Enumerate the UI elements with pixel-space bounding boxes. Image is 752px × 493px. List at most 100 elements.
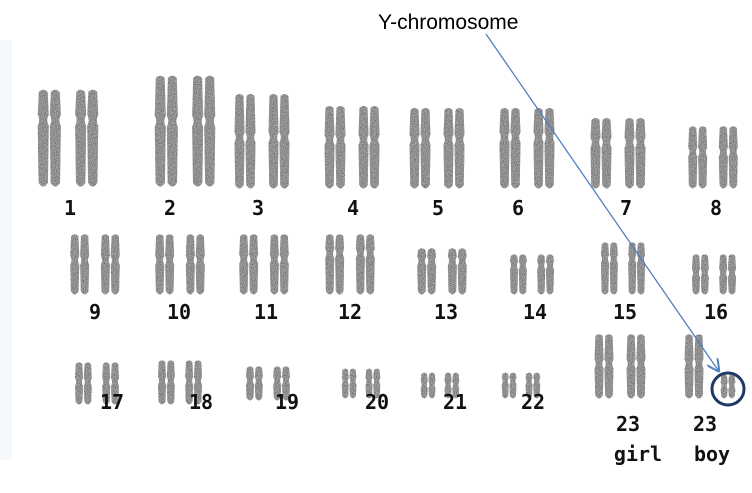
chromatid [510,254,518,294]
pair-number: 15 [613,300,637,324]
chromatid [701,254,709,294]
chromatid [458,248,467,294]
chromosome-pair-15 [601,242,645,294]
pair-number: 14 [523,300,547,324]
chromatid [625,118,635,189]
chromosome [719,254,736,294]
chromosome [70,234,89,294]
chromosome [192,76,215,187]
chromosome [325,106,346,189]
chromosome-pair-3 [235,94,290,189]
chromatid [255,366,263,400]
chromosome [325,234,344,294]
chromosome [239,234,258,294]
pair-number: 20 [365,390,389,414]
chromatid [511,108,521,189]
chromosome-pair-10 [155,234,205,294]
chromatid [335,234,344,294]
chromosome [537,254,554,294]
chromatid [349,369,356,399]
pair-number: 18 [189,390,213,414]
chromosome [101,234,120,294]
chromatid [269,94,279,189]
chromatid [75,362,83,404]
chromosome [186,234,205,294]
chromatid [75,90,86,187]
chromatid [595,334,604,398]
chromatid [111,234,120,294]
chromatid [729,126,738,188]
chromatid [728,375,735,399]
chromatid [500,108,510,189]
chromatid [158,360,166,404]
chromosome [75,90,98,187]
chromosome [356,234,375,294]
pair-number: 21 [443,390,467,414]
pair-number: 13 [434,300,458,324]
chromatid [280,234,289,294]
chromosome [534,108,555,189]
chromosome [155,234,174,294]
chromosome [628,242,645,294]
chromatid [38,90,49,187]
chromatid [186,234,195,294]
pair-number: 11 [254,300,278,324]
chromatid [80,234,89,294]
chromatid [192,76,203,187]
chromatid [637,242,645,294]
chromatid [428,373,435,399]
chromatid [692,254,700,294]
chromatid [410,108,420,189]
chromatid [325,106,335,189]
chromosome-pair-13 [417,248,467,294]
pair-number: 6 [512,196,524,220]
chromatid [50,90,61,187]
chromatid [270,234,279,294]
chromatid [448,248,457,294]
chromatid [359,106,369,189]
x-chromosome [627,334,646,398]
chromosome [269,94,290,189]
chromatid [591,118,601,189]
chromatid [688,126,697,188]
pair-number: 23 [693,412,717,436]
chromatid [70,234,79,294]
chromosome [510,254,527,294]
pair-number: 16 [704,300,728,324]
chromosome [601,242,618,294]
sex-label-girl: girl [614,442,662,466]
chromosome [235,94,256,189]
chromatid [239,234,248,294]
chromosome-pair-5 [410,108,465,189]
y-chromosome-label: Y-chromosome [378,11,518,35]
sex-label-boy: boy [694,442,730,466]
y-chromosome [721,375,736,399]
chromatid [246,94,256,189]
chromatid [455,108,465,189]
circle-highlight-icon [712,373,744,405]
chromatid [627,334,636,398]
pair-number: 22 [521,390,545,414]
chromosome-pair-1 [38,90,99,187]
chromosome-pair-7 [591,118,646,189]
chromatid [509,373,516,399]
chromatid [165,234,174,294]
pair-number: 23 [616,412,640,436]
chromatid [366,234,375,294]
chromatid [421,373,428,399]
chromosome-pair-6 [500,108,555,189]
chromosome [591,118,612,189]
pair-number: 17 [100,390,124,414]
pair-number: 5 [432,196,444,220]
pair-number: 4 [347,196,359,220]
chromosome-pair-8 [688,126,738,188]
chromatid [602,118,612,189]
chromosome-pair-2 [155,76,216,187]
chromosome-pair-23-boy [685,334,736,398]
chromatid [728,254,736,294]
chromosome [500,108,521,189]
chromosome [38,90,61,187]
chromosome-pair-14 [510,254,554,294]
chromatid [719,254,727,294]
chromatid [342,369,349,399]
